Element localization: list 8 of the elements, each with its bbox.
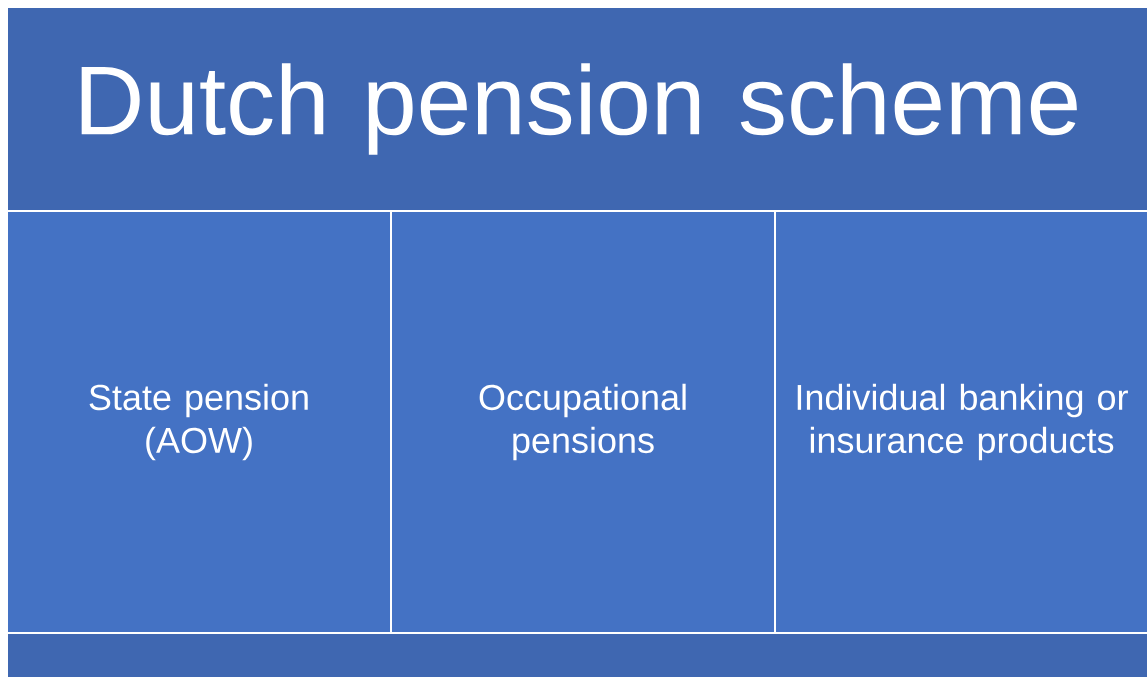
category-box: Individual banking or insurance products: [776, 212, 1147, 632]
node-label: State pension (AOW): [89, 383, 308, 461]
category-box: Occupational pensions: [392, 212, 774, 632]
category-box: State pension (AOW): [8, 212, 390, 632]
node-label: Individual banking or insurance products: [797, 383, 1128, 461]
title-band: Dutch pension scheme: [8, 8, 1147, 210]
bottom-band: [8, 634, 1147, 677]
node-label: Occupational pensions: [479, 383, 686, 461]
